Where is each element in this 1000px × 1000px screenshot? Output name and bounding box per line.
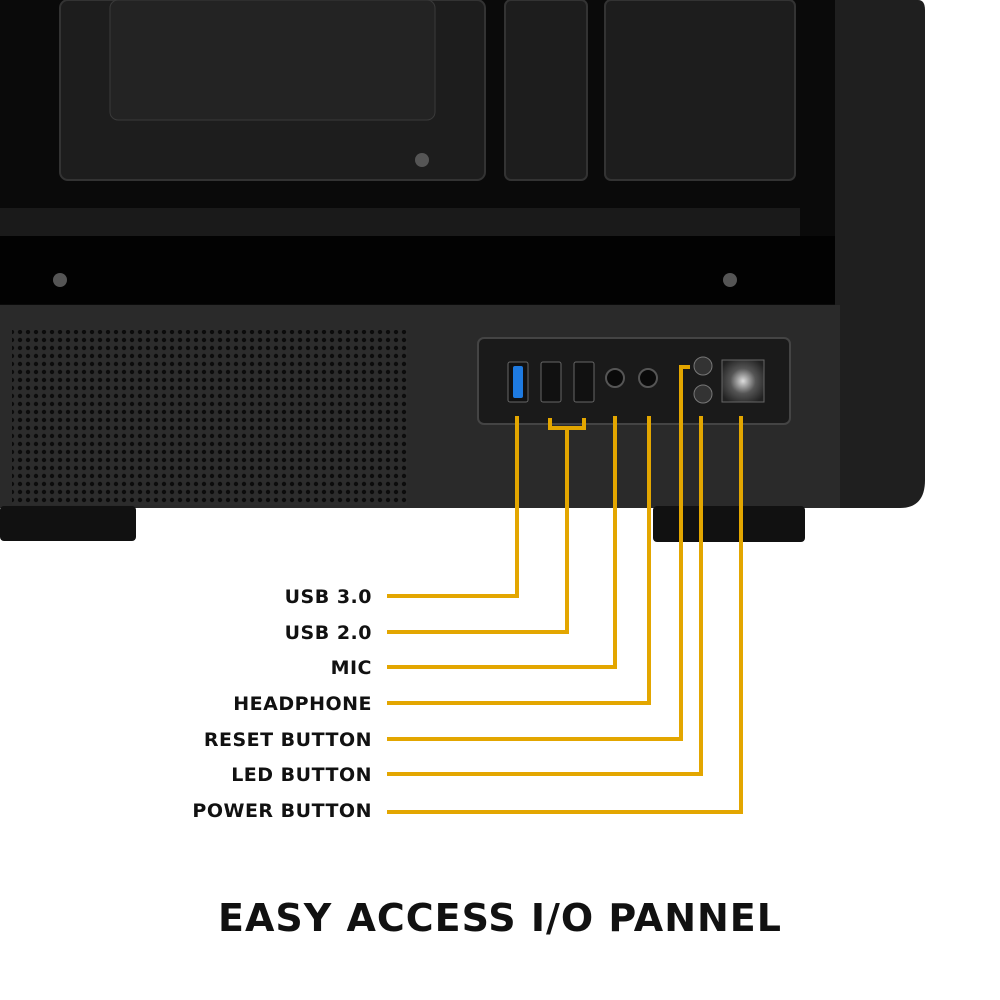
- usb2-port: [573, 361, 595, 403]
- diagram-title: EASY ACCESS I/O PANNEL: [218, 896, 782, 940]
- leader-usb2: [387, 428, 569, 634]
- mic-jack: [605, 368, 625, 388]
- label-usb2: USB 2.0: [284, 622, 372, 644]
- leader-led: [387, 416, 703, 776]
- label-usb3: USB 3.0: [284, 586, 372, 608]
- leader-usb3: [387, 416, 519, 598]
- case-foot: [653, 506, 805, 542]
- power-button: [721, 359, 765, 403]
- leader-mic: [387, 416, 617, 669]
- label-headphone: HEADPHONE: [233, 693, 372, 715]
- mesh-vent: [12, 330, 407, 505]
- label-mic: MIC: [330, 657, 372, 679]
- leader-lines: [387, 365, 743, 814]
- headphone-jack: [638, 368, 658, 388]
- io-panel: [477, 337, 791, 425]
- usb2-port: [540, 361, 562, 403]
- case-foot: [0, 506, 136, 541]
- label-power-button: POWER BUTTON: [192, 800, 372, 822]
- reset-button: [693, 356, 713, 376]
- leader-reset: [387, 365, 690, 741]
- label-reset-button: RESET BUTTON: [203, 729, 372, 751]
- led-button: [693, 384, 713, 404]
- case-side-panel: [835, 0, 925, 508]
- label-led-button: LED BUTTON: [231, 764, 372, 786]
- leader-power: [387, 416, 743, 814]
- leader-headphone: [387, 416, 651, 705]
